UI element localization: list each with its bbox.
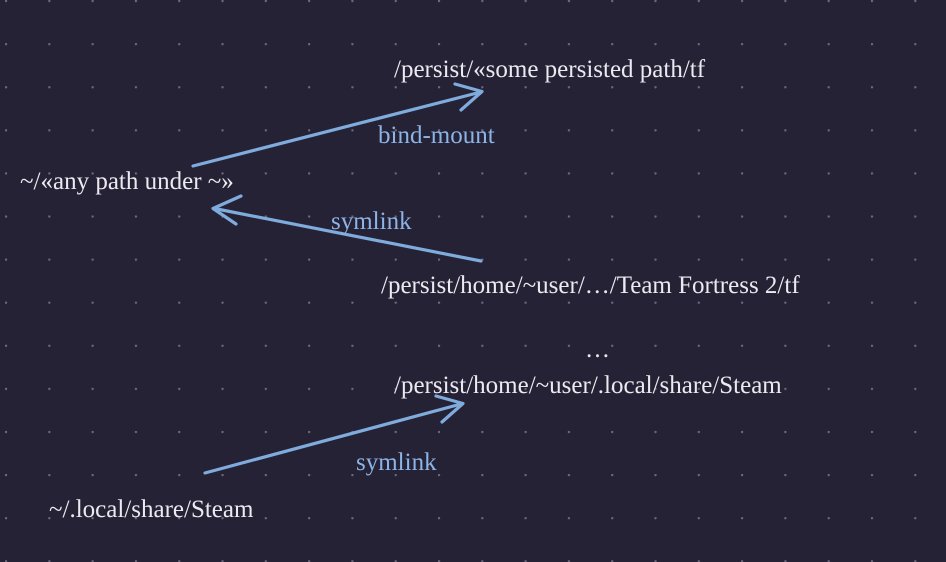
node-home-steam: ~/.local/share/Steam [49, 496, 254, 523]
edge-label-symlink-steam: symlink [356, 449, 437, 476]
node-persist-home-steam: /persist/home/~user/.local/share/Steam [394, 372, 782, 399]
edge-label-symlink-tf: symlink [331, 208, 412, 235]
node-home-any-path: ~/«any path under ~» [20, 168, 234, 195]
node-persisted-path: /persist/«some persisted path/tf [394, 56, 706, 83]
node-persist-home-tf: /persist/home/~user/…/Team Fortress 2/tf [381, 272, 800, 299]
edge-label-bind-mount: bind-mount [378, 122, 495, 149]
ellipsis-separator: … [585, 336, 611, 363]
